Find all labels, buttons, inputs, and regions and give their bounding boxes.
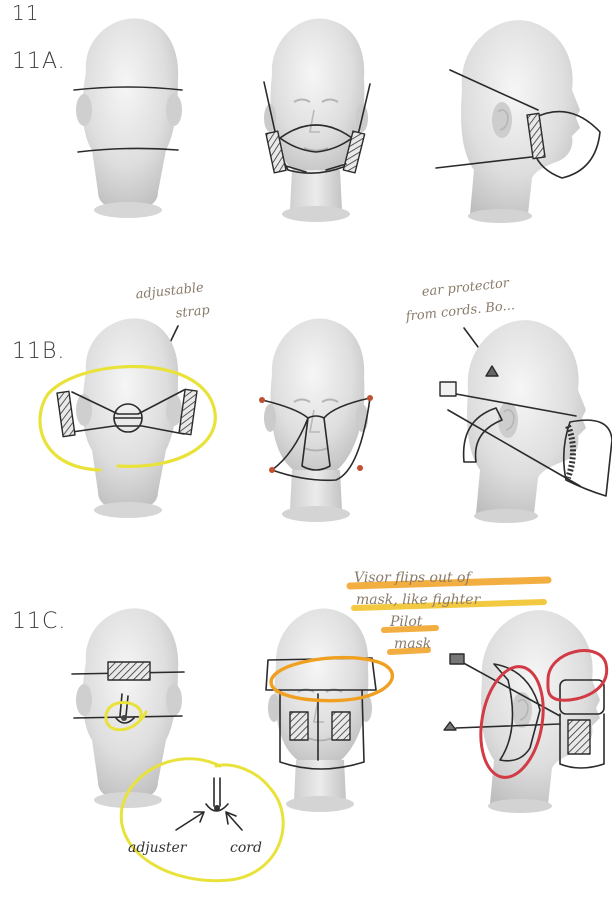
- figure-11b-back: [57, 318, 197, 518]
- page-top-mark: 11: [12, 1, 39, 25]
- note-visor-1: Visor flips out of: [354, 570, 473, 586]
- note-adjustable-strap-2: strap: [175, 303, 211, 322]
- figure-11a-front: [264, 19, 370, 222]
- figure-11a-side: [436, 20, 600, 223]
- figure-11a-back: [74, 18, 182, 218]
- section-label-11c: 11C.: [12, 609, 66, 634]
- figure-11c-front: [266, 609, 376, 812]
- note-visor-4: mask: [394, 636, 431, 652]
- figure-11b-side: [440, 320, 612, 523]
- section-label-11b: 11B.: [12, 339, 65, 364]
- adjuster-detail: [176, 778, 242, 830]
- figure-11c-side: [444, 610, 604, 813]
- section-label-11a: 11A.: [12, 49, 66, 74]
- note-visor-2: mask, like fighter: [356, 592, 482, 608]
- note-ear-protector-1: ear protector: [421, 276, 510, 300]
- note-ear-protector-2: from cords. Bo...: [404, 298, 515, 324]
- figure-11b-front: [259, 319, 373, 522]
- note-adjustable-strap-1: adjustable: [135, 280, 205, 302]
- label-adjuster: adjuster: [128, 840, 188, 856]
- note-visor-3: Pilot: [389, 614, 423, 630]
- figure-11c-back: [72, 608, 184, 808]
- label-cord: cord: [230, 840, 262, 856]
